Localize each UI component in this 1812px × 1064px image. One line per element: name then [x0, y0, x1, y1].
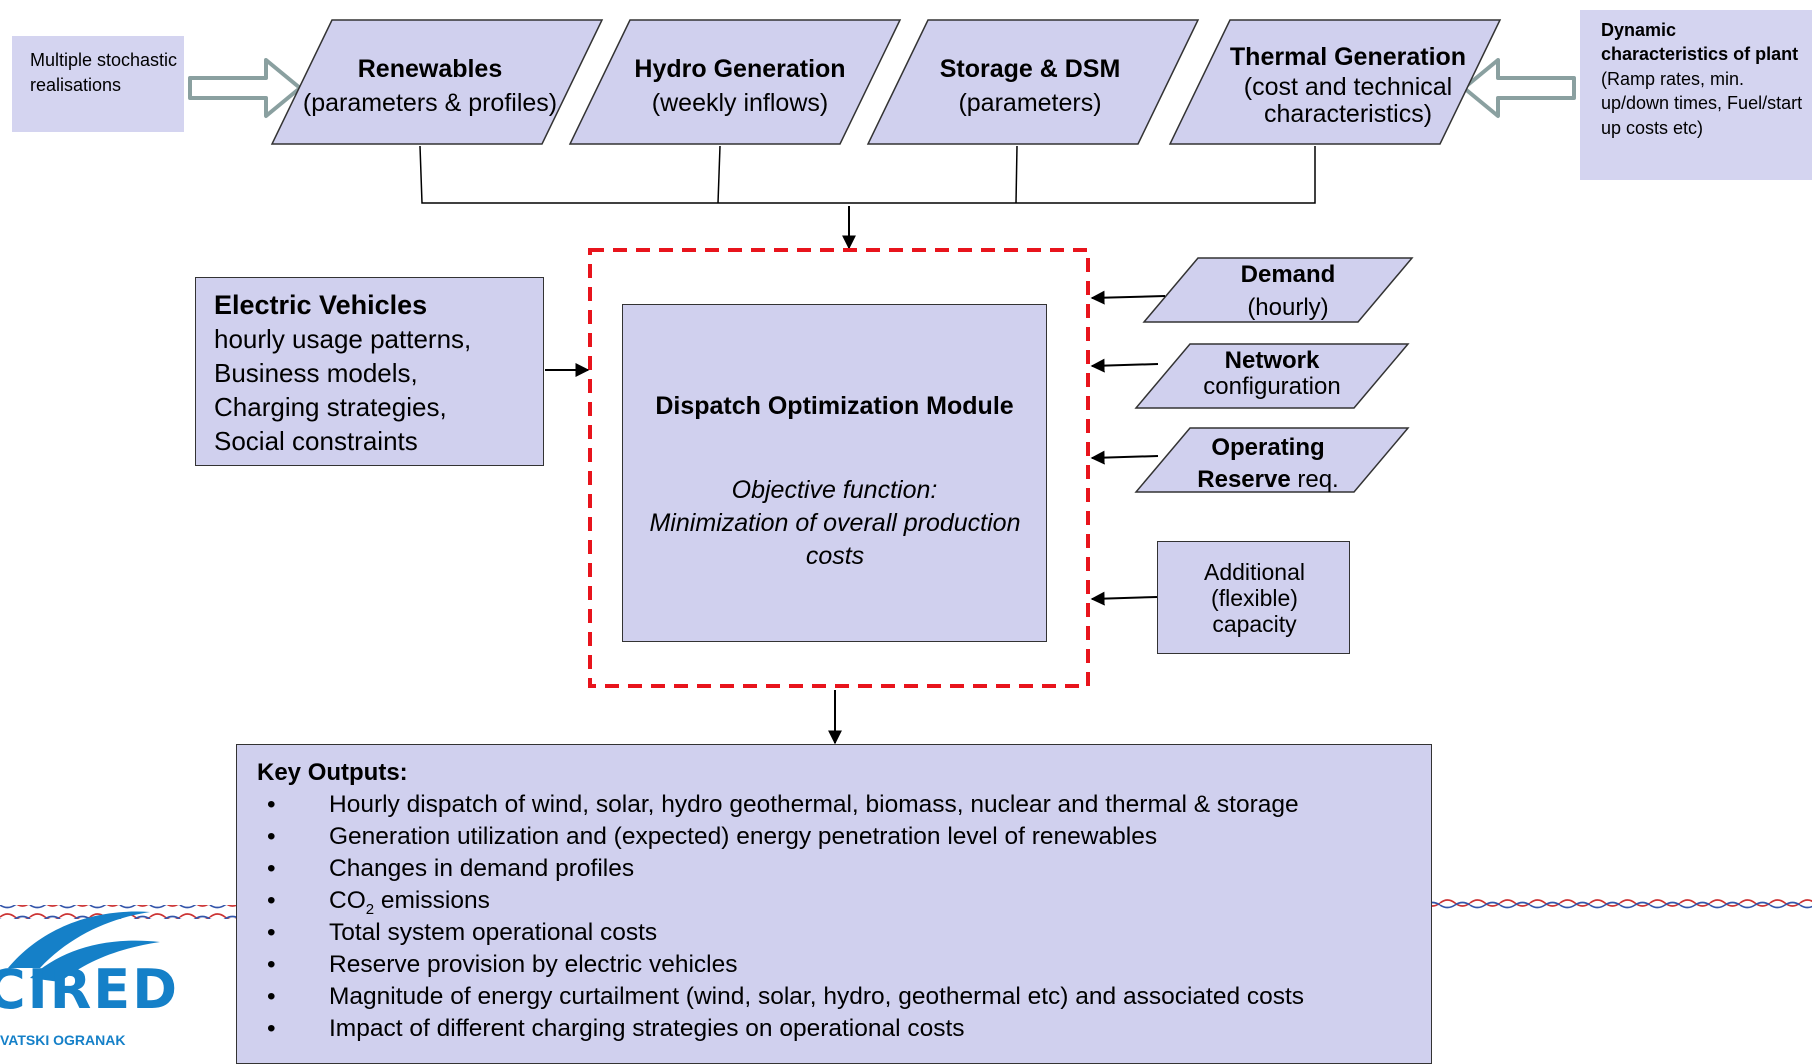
- module-objective-label: Objective function:: [731, 476, 938, 504]
- arrow-additional-to-module: [1090, 591, 1158, 606]
- additional-capacity-box: Additional (flexible) capacity: [1157, 541, 1350, 654]
- thermal-sub-2: characteristics): [1263, 99, 1433, 128]
- cired-logo: CIRED HRVATSKI OGRANAK: [0, 960, 177, 1052]
- demand-title: Demand: [1240, 261, 1336, 288]
- output-item-4: CO2 emissions: [257, 885, 1431, 918]
- ev-title: Electric Vehicles: [214, 290, 428, 320]
- module-boundary: [588, 248, 1090, 688]
- dynamic-note-bold: Dynamic characteristics of plant: [1601, 20, 1799, 65]
- storage-sub: (parameters): [958, 89, 1102, 117]
- reserve-line-1: Operating: [1211, 434, 1325, 461]
- dynamic-note-rest: (Ramp rates, min. up/down times, Fuel/st…: [1601, 68, 1803, 138]
- key-outputs-box: Key Outputs: Hourly dispatch of wind, so…: [236, 744, 1432, 1064]
- logo-subtitle: HRVATSKI OGRANAK: [0, 1032, 126, 1048]
- reserve-line-2-rest: req.: [1290, 465, 1339, 493]
- reserve-shape: [1134, 427, 1410, 493]
- renewables-title: Renewables: [357, 55, 503, 83]
- thermal-sub-1: (cost and technical: [1243, 73, 1453, 102]
- thermal-title: Thermal Generation: [1229, 43, 1467, 71]
- renewables-sub: (parameters & profiles): [302, 89, 558, 117]
- arrow-demand-to-module: [1090, 290, 1166, 305]
- network-label: Network configuration: [1172, 347, 1372, 401]
- decorative-wave-left: [0, 905, 240, 919]
- storage-title: Storage & DSM: [939, 55, 1121, 83]
- dispatch-optimization-module: Dispatch Optimization Module Objective f…: [622, 304, 1047, 642]
- input-collector-line: [419, 145, 1316, 204]
- left-block-arrow: [188, 58, 302, 118]
- additional-capacity-text: Additional (flexible) capacity: [1203, 559, 1306, 637]
- ev-line-1: hourly usage patterns,: [214, 324, 472, 354]
- decorative-wave-right: [1430, 898, 1812, 912]
- key-outputs-list: Hourly dispatch of wind, solar, hydro ge…: [257, 789, 1431, 1045]
- dynamic-characteristics-note: Dynamic characteristics of plant (Ramp r…: [1580, 10, 1812, 180]
- collector-tick-storage: [1015, 145, 1018, 204]
- hydro-sub: (weekly inflows): [651, 89, 829, 117]
- network-title: Network: [1224, 347, 1320, 374]
- collector-tick-hydro: [717, 145, 721, 204]
- ev-line-2: Business models,: [214, 358, 418, 388]
- logo-swoosh-icon-2: [30, 940, 160, 982]
- output-item-8: Impact of different charging strategies …: [257, 1013, 1431, 1045]
- reserve-label: Operating Reserve req.: [1168, 432, 1368, 495]
- network-sub: configuration: [1203, 373, 1341, 401]
- arrow-network-to-module: [1090, 358, 1159, 373]
- output-item-5: Total system operational costs: [257, 917, 1431, 949]
- demand-label: Demand (hourly): [1188, 260, 1388, 323]
- hydro-label: Hydro Generation (weekly inflows): [600, 54, 880, 118]
- thermal-shape: [1168, 19, 1502, 145]
- hydro-title: Hydro Generation: [634, 55, 846, 83]
- right-block-arrow: [1462, 58, 1576, 118]
- storage-shape: [866, 19, 1200, 145]
- arrow-reserve-to-module: [1090, 450, 1159, 465]
- output-item-7: Magnitude of energy curtailment (wind, s…: [257, 981, 1431, 1013]
- reserve-line-2: Reserve req.: [1168, 464, 1368, 496]
- electric-vehicles-box: Electric Vehicles hourly usage patterns,…: [195, 277, 544, 466]
- renewables-shape: [270, 19, 604, 145]
- demand-shape: [1142, 257, 1414, 323]
- key-outputs-title: Key Outputs:: [257, 759, 408, 786]
- storage-label: Storage & DSM (parameters): [890, 54, 1170, 118]
- output-item-2: Generation utilization and (expected) en…: [257, 821, 1431, 853]
- module-title: Dispatch Optimization Module: [655, 392, 1014, 420]
- stochastic-note-text: Multiple stochastic realisations: [30, 50, 178, 95]
- logo-wordmark: CIRED: [0, 958, 180, 1021]
- stochastic-note: Multiple stochastic realisations: [12, 36, 184, 132]
- module-objective-text: Minimization of overall production costs: [649, 509, 1021, 570]
- hydro-shape: [568, 19, 902, 145]
- output-item-1: Hourly dispatch of wind, solar, hydro ge…: [257, 789, 1431, 821]
- logo-swoosh-icon: [8, 911, 150, 968]
- reserve-line-2-bold: Reserve: [1197, 465, 1291, 493]
- network-shape: [1134, 343, 1410, 409]
- output-item-3: Changes in demand profiles: [257, 853, 1431, 885]
- thermal-label: Thermal Generation (cost and technical c…: [1208, 44, 1488, 127]
- renewables-label: Renewables (parameters & profiles): [286, 54, 574, 118]
- demand-sub: (hourly): [1247, 294, 1329, 322]
- output-item-6: Reserve provision by electric vehicles: [257, 949, 1431, 981]
- ev-line-4: Social constraints: [214, 426, 418, 456]
- ev-line-3: Charging strategies,: [214, 392, 447, 422]
